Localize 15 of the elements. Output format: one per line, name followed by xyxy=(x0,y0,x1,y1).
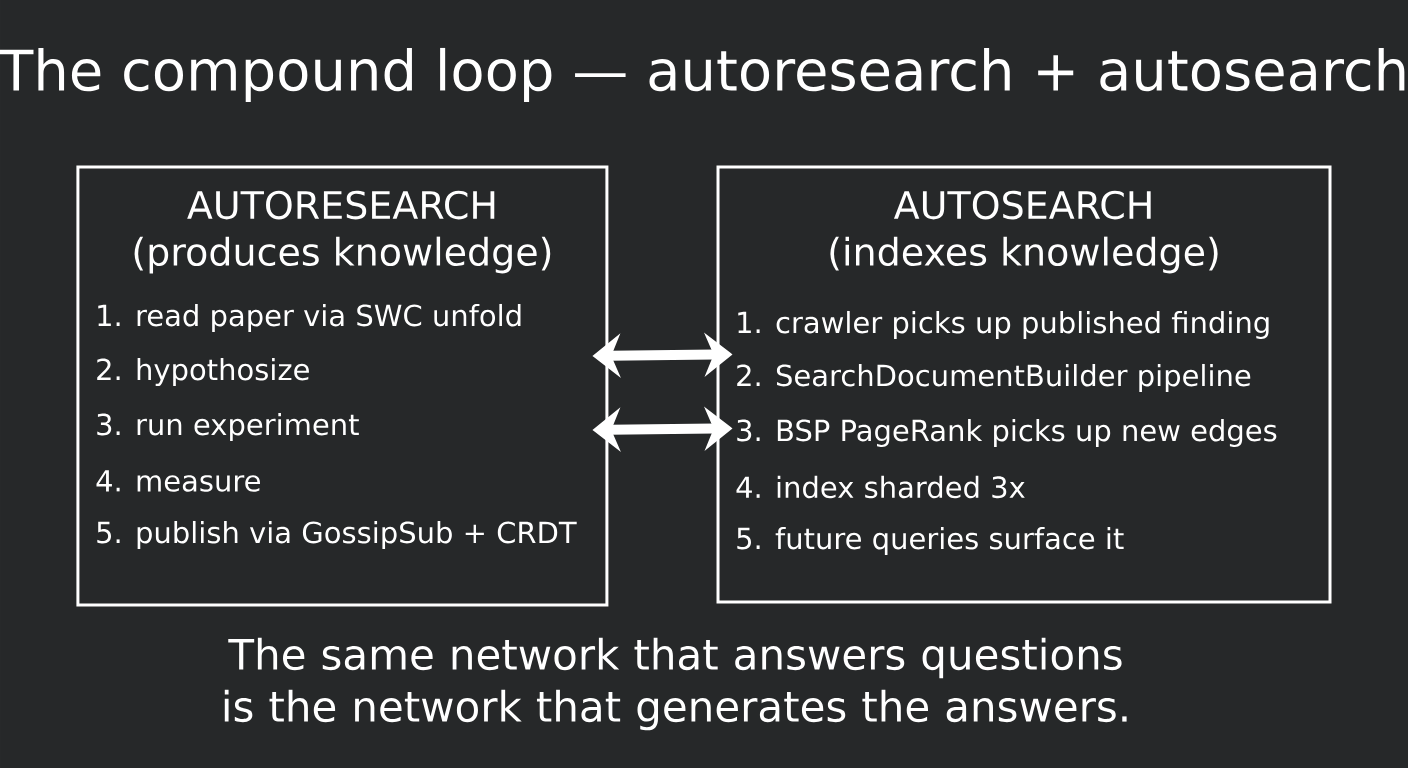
box-subheading: (produces knowledge) xyxy=(134,236,551,274)
box-heading: AUTOSEARCH xyxy=(893,190,1151,220)
list-item: 4. index sharded 3x xyxy=(736,475,1025,499)
list-item: 3. run experiment xyxy=(97,412,359,442)
list-item: 5. future queries surface it xyxy=(737,526,1124,556)
box-subheading: (indexes knowledge) xyxy=(830,236,1218,274)
caption: The same network that answers questions is the network that generates the answers. xyxy=(224,637,1127,731)
box-heading: AUTORESEARCH xyxy=(187,190,495,220)
list-item: 5. publish via GossipSub + CRDT xyxy=(97,520,577,550)
list-item: 1. crawler picks up published finding xyxy=(738,310,1269,340)
list-item: 1. read paper via SWC unfold xyxy=(98,303,521,333)
list-item: 4. measure xyxy=(96,470,260,492)
list-item: 3. BSP PageRank picks up new edges xyxy=(737,418,1277,448)
list-item: 2. hypothosize xyxy=(97,357,309,387)
list-item: 2. SearchDocumentBuilder pipeline xyxy=(737,363,1251,393)
